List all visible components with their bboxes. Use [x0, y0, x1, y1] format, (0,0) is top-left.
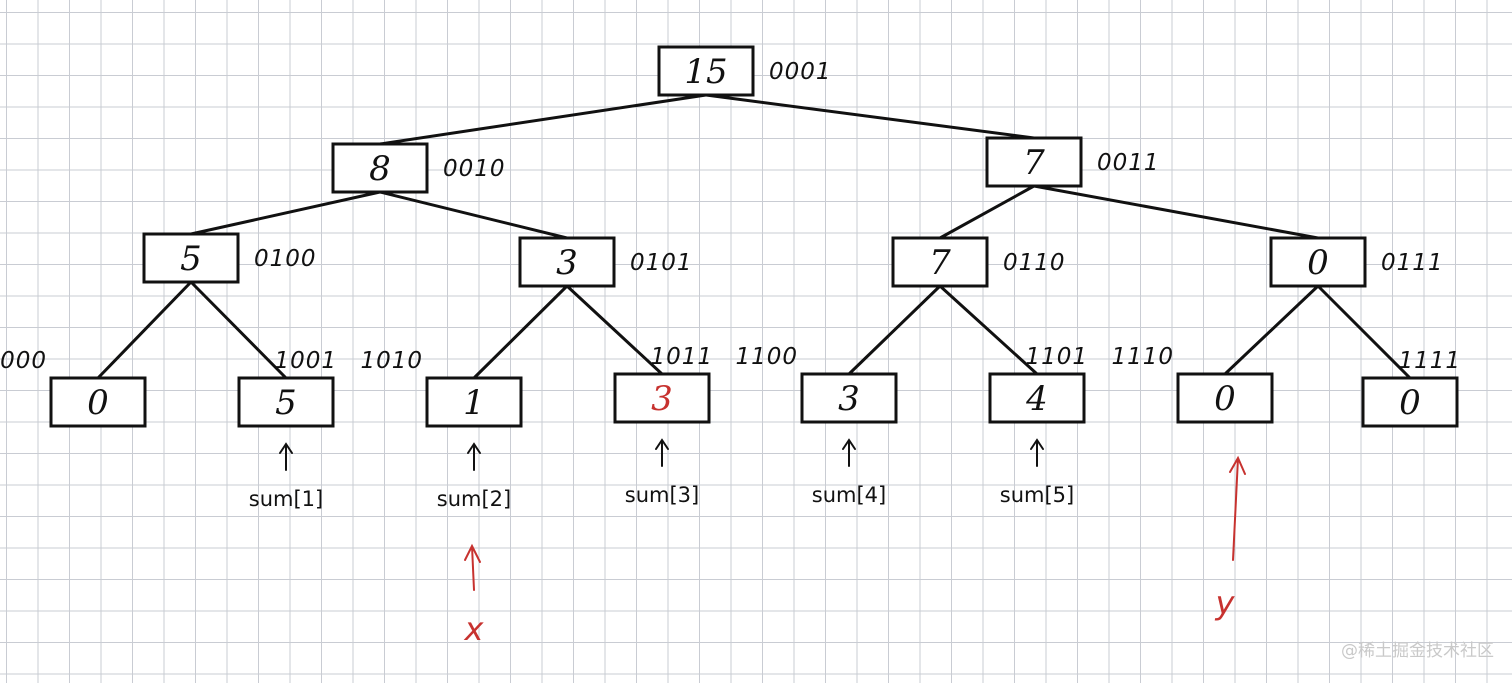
node-value: 0	[1399, 383, 1421, 423]
node-index-label: 1010	[360, 348, 423, 374]
tree-edge-n3-n6	[938, 184, 1036, 240]
sum-arrow	[1030, 438, 1044, 467]
annotations: sum[1] sum[2] sum[3] sum[4] sum[5] x y	[249, 438, 1246, 648]
node-value: 15	[684, 52, 727, 92]
tree-edge-n7-n14	[1223, 284, 1320, 376]
tree-node-n13: 4	[988, 372, 1086, 424]
node-index-label: 0111	[1381, 250, 1444, 276]
sum-label: sum[3]	[625, 483, 699, 507]
tree-node-n4: 5	[142, 232, 240, 284]
tree-node-n7: 0	[1269, 236, 1367, 288]
tree-node-n14: 0	[1176, 372, 1274, 424]
sum-label: sum[2]	[437, 487, 511, 511]
node-value: 0	[1214, 379, 1236, 419]
node-box	[425, 376, 523, 428]
node-box	[1361, 376, 1459, 428]
node-index-label: 0011	[1097, 150, 1160, 176]
node-box	[1176, 372, 1274, 424]
marker-y: y	[1215, 584, 1236, 622]
node-value: 7	[1023, 143, 1045, 183]
node-value: 7	[929, 243, 951, 283]
node-value: 1	[463, 383, 485, 423]
node-box	[331, 142, 429, 194]
sum-label: sum[5]	[1000, 483, 1074, 507]
node-index-label: 1001	[274, 348, 337, 374]
tree-node-n3: 7	[985, 136, 1083, 188]
tree-edge-n6-n12	[847, 284, 942, 376]
tree-edge-n4-n9	[189, 280, 288, 380]
tree-node-n12: 3	[800, 372, 898, 424]
node-box	[142, 232, 240, 284]
tree-labels: 0001001000110100010101100111100010011010…	[0, 59, 1461, 374]
node-index-label: 1111	[1398, 348, 1461, 374]
sum-label: sum[1]	[249, 487, 323, 511]
node-box	[891, 236, 989, 288]
node-value: 3	[651, 379, 673, 419]
tree-edge-n5-n11	[565, 284, 664, 376]
node-value: 3	[838, 379, 860, 419]
node-value: 8	[369, 149, 391, 189]
tree-node-n9: 5	[237, 376, 335, 428]
tree-edge-n2-n4	[189, 190, 382, 236]
tree-nodes: 15 8 7 5 3 7 0 0 5 1 3 3 4 0 0	[49, 45, 1459, 428]
marker-arrow	[1229, 455, 1246, 561]
node-box	[800, 372, 898, 424]
node-box	[1269, 236, 1367, 288]
node-box	[613, 372, 711, 424]
tree-edge-n7-n15	[1316, 284, 1412, 380]
tree-node-n10: 1	[425, 376, 523, 428]
watermark-text: @稀土掘金技术社区	[1341, 641, 1494, 661]
node-index-label: 0001	[769, 59, 832, 85]
node-box	[985, 136, 1083, 188]
node-value: 5	[275, 383, 297, 423]
tree-edge-n1-n3	[704, 93, 1036, 140]
tree-edge-n6-n13	[938, 284, 1039, 376]
node-index-label: 0110	[1003, 250, 1066, 276]
node-index-label: 1011	[650, 344, 713, 370]
tree-node-n1: 15	[657, 45, 755, 97]
tree-edge-n4-n8	[96, 280, 193, 380]
tree-edge-n1-n2	[378, 93, 708, 146]
node-index-label: 1101	[1025, 344, 1088, 370]
node-box	[988, 372, 1086, 424]
marker-arrow	[464, 543, 481, 591]
tree-node-n11: 3	[613, 372, 711, 424]
sum-arrow	[279, 442, 293, 471]
node-index-label: 0100	[254, 246, 317, 272]
node-box	[518, 236, 616, 288]
node-box	[49, 376, 147, 428]
node-index-label: 1100	[735, 344, 798, 370]
node-value: 3	[556, 243, 578, 283]
node-index-label: 0101	[630, 250, 693, 276]
tree-node-n2: 8	[331, 142, 429, 194]
sum-arrow	[655, 438, 669, 467]
tree-node-n8: 0	[49, 376, 147, 428]
sum-arrow	[467, 442, 481, 471]
node-value: 0	[87, 383, 109, 423]
node-index-label: 0010	[443, 156, 506, 182]
sum-arrow	[842, 438, 856, 467]
node-value: 0	[1307, 243, 1329, 283]
node-box	[657, 45, 755, 97]
sum-label: sum[4]	[812, 483, 886, 507]
tree-edges	[96, 93, 1412, 380]
tree-edge-n5-n10	[472, 284, 569, 380]
node-value: 5	[180, 239, 202, 279]
tree-node-n6: 7	[891, 236, 989, 288]
tree-node-n5: 3	[518, 236, 616, 288]
node-value: 4	[1025, 379, 1048, 419]
tree-edge-n3-n7	[1032, 184, 1320, 240]
tree-node-n15: 0	[1361, 376, 1459, 428]
node-index-label: 1110	[1111, 344, 1174, 370]
node-box	[237, 376, 335, 428]
marker-x: x	[464, 610, 485, 648]
tree-edge-n2-n5	[378, 190, 569, 240]
